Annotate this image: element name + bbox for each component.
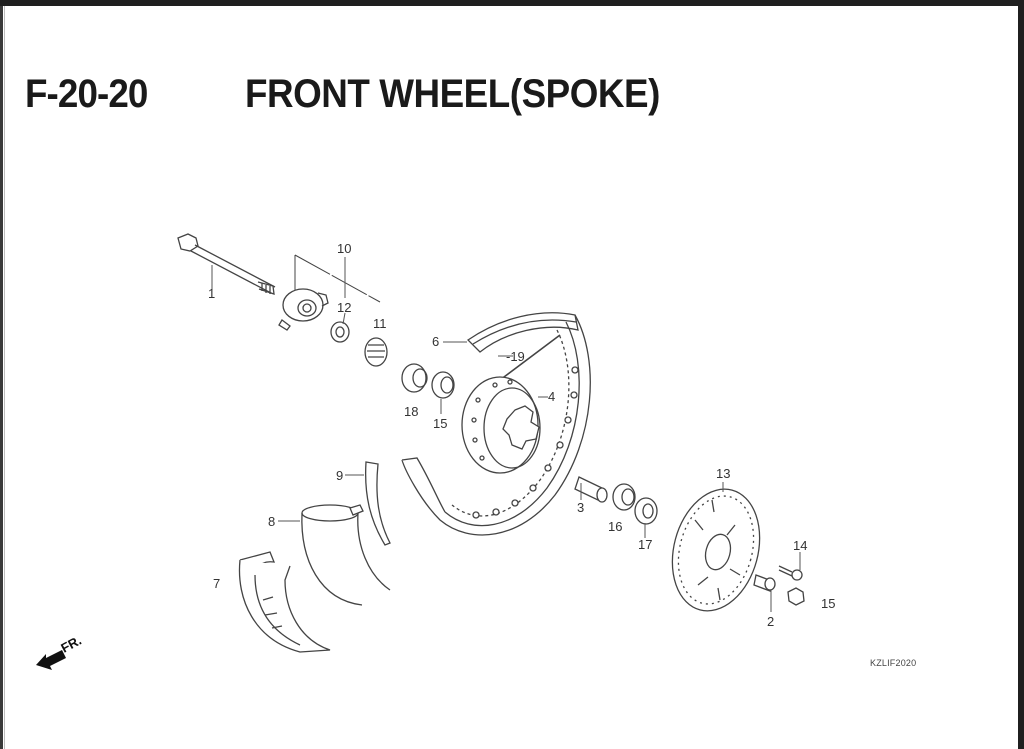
page-title: FRONT WHEEL(SPOKE) <box>245 72 660 116</box>
callout-15-lower[interactable]: 15 <box>821 596 835 611</box>
part-rim[interactable] <box>401 314 591 536</box>
part-dust-seal-lower[interactable] <box>634 497 658 525</box>
part-nut[interactable] <box>787 587 805 606</box>
callout-7[interactable]: 7 <box>213 576 220 591</box>
callout-19[interactable]: -19 <box>506 349 525 364</box>
part-speedometer-gearbox[interactable] <box>278 254 381 331</box>
part-tube[interactable] <box>301 504 391 606</box>
callout-17[interactable]: 17 <box>638 537 652 552</box>
diagram-reference-code: KZLIF2020 <box>870 658 917 668</box>
callout-12[interactable]: 12 <box>337 300 351 315</box>
part-disc-bolt[interactable] <box>778 565 803 581</box>
section-code: F-20-20 <box>25 72 148 116</box>
page-border-top <box>0 0 1024 6</box>
page-border-right <box>1018 0 1024 749</box>
callout-13[interactable]: 13 <box>716 466 730 481</box>
callout-3[interactable]: 3 <box>577 500 584 515</box>
callout-10[interactable]: 10 <box>337 241 351 256</box>
part-rim-strip[interactable] <box>364 461 391 546</box>
callout-15-upper[interactable]: 15 <box>433 416 447 431</box>
page-border-left-inner <box>4 6 5 749</box>
part-hub[interactable] <box>461 376 541 474</box>
part-brake-disc[interactable] <box>659 479 772 621</box>
page-border-left <box>0 6 3 749</box>
part-spoke-set[interactable] <box>499 334 561 381</box>
arrow-front-icon <box>36 650 66 670</box>
callout-14[interactable]: 14 <box>793 538 807 553</box>
callout-18[interactable]: 18 <box>404 404 418 419</box>
part-side-collar[interactable] <box>753 574 776 592</box>
front-direction-indicator: FR. <box>36 633 84 670</box>
callout-11[interactable]: 11 <box>373 316 387 331</box>
callout-4[interactable]: 4 <box>548 389 555 404</box>
callout-9[interactable]: 9 <box>336 468 343 483</box>
part-rim-band[interactable] <box>466 312 579 353</box>
part-speedometer-gear[interactable] <box>364 337 388 367</box>
callout-1[interactable]: 1 <box>208 286 215 301</box>
part-dust-seal-upper[interactable] <box>401 363 428 393</box>
callout-2[interactable]: 2 <box>767 614 774 629</box>
part-bearing-lower[interactable] <box>612 483 636 511</box>
part-bearing-upper[interactable] <box>431 371 455 399</box>
part-washer[interactable] <box>330 321 350 343</box>
part-distance-collar[interactable] <box>574 476 608 503</box>
callout-6[interactable]: 6 <box>432 334 439 349</box>
part-axle-bolt[interactable] <box>177 233 276 295</box>
callout-16[interactable]: 16 <box>608 519 622 534</box>
callout-8[interactable]: 8 <box>268 514 275 529</box>
part-tire[interactable] <box>238 551 331 653</box>
